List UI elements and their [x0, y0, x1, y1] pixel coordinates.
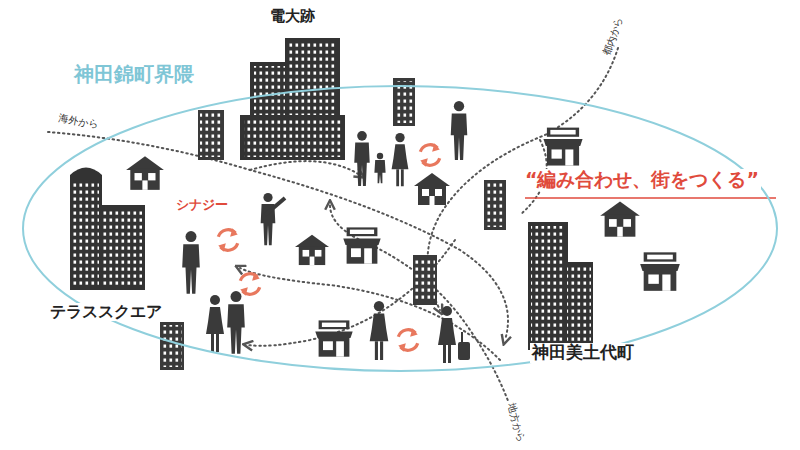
district-region: 神田錦町界隈 — [22, 85, 778, 372]
site-name: 電大跡 — [268, 8, 317, 25]
flow-origin: 海外から — [56, 112, 101, 131]
flow-origin: 都内から — [600, 14, 626, 59]
flow-origin: 地方から — [505, 400, 527, 445]
region-oval — [22, 85, 778, 372]
synergy-label: シナジー — [174, 198, 230, 213]
site-name: テラススクエア — [48, 303, 164, 321]
slogan: “編み合わせ、街をつくる” — [523, 169, 761, 191]
region-name: 神田錦町界隈 — [72, 63, 196, 86]
site-name: 神田美土代町 — [530, 343, 636, 363]
